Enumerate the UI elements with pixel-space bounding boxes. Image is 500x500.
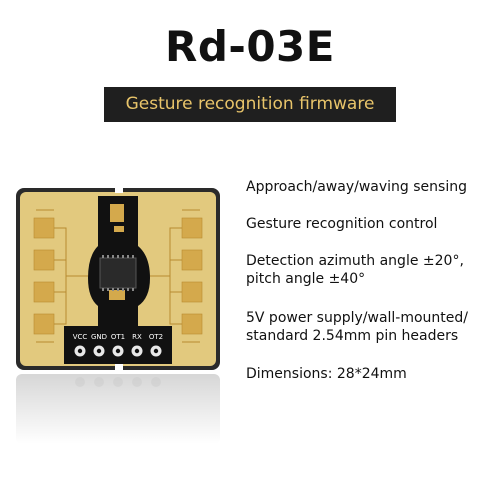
pin-label-rx: RX: [132, 333, 142, 341]
pin-label-ot1: OT1: [111, 333, 125, 341]
reflection-pins: [75, 377, 161, 387]
pin-label-vcc: VCC: [73, 333, 88, 341]
right-antenna-array: [181, 217, 203, 335]
pin-hole: [153, 348, 159, 354]
pin-label-gnd: GND: [91, 333, 107, 341]
board-reflection: [16, 374, 220, 444]
feature-power: 5V power supply/wall-mounted/standard 2.…: [246, 310, 469, 344]
feature-dimensions: Dimensions: 28*24mm: [246, 366, 407, 382]
product-title: Rd-03E: [165, 22, 335, 71]
pin-hole: [77, 348, 83, 354]
left-feedlines: [36, 209, 98, 343]
left-antenna-array: [33, 217, 55, 335]
feature-angles: Detection azimuth angle ±20°,pitch angle…: [246, 253, 464, 287]
pin-hole: [96, 348, 102, 354]
feature-approach: Approach/away/waving sensing: [246, 179, 467, 195]
radar-ic: [99, 257, 137, 289]
pin-hole: [115, 348, 121, 354]
pin-hole: [134, 348, 140, 354]
right-feedlines: [138, 209, 200, 343]
feature-gesture: Gesture recognition control: [246, 216, 438, 232]
firmware-banner: Gesture recognition firmware: [104, 87, 396, 122]
pin-label-ot2: OT2: [149, 333, 163, 341]
header-block: [64, 326, 172, 364]
